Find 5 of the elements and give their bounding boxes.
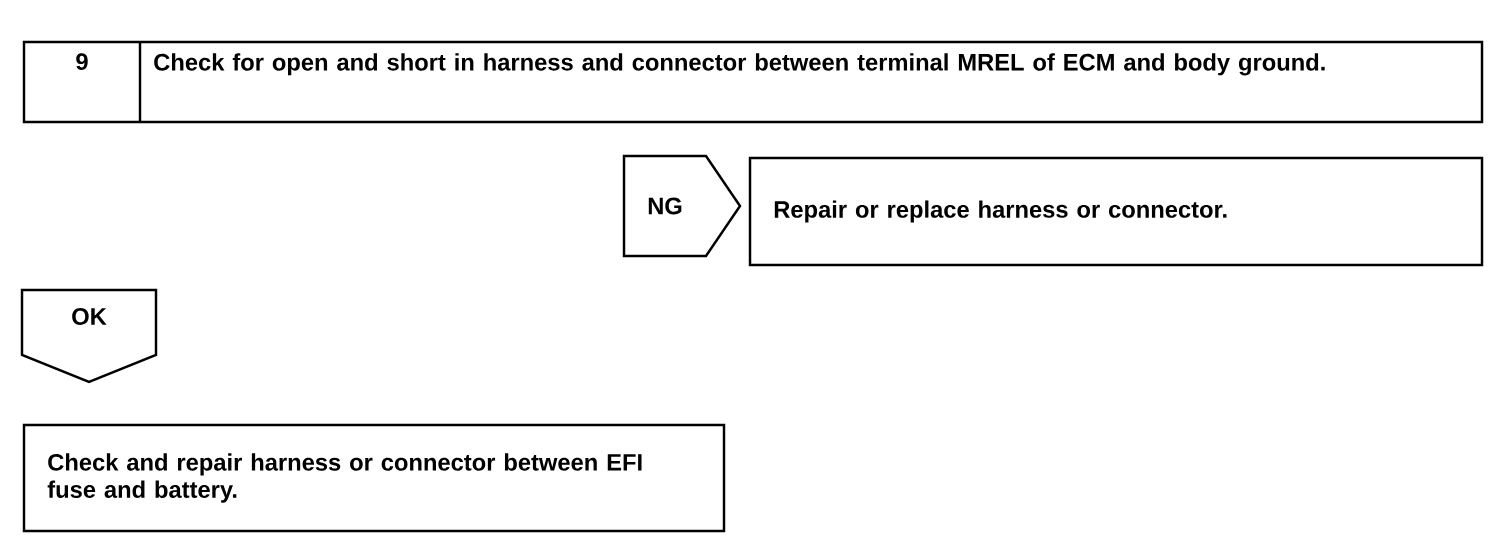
action-box: Repair or replace harness or connector.: [748, 156, 1484, 267]
result-tab: NG: [622, 154, 742, 258]
step-box: 9 Check for open and short in harness and connector between terminal MREL of ECM and body ground.: [22, 40, 1484, 124]
result-tab: OK: [20, 288, 158, 384]
action-box: Check and repair harness or connector between EFI fuse and battery.: [22, 423, 726, 533]
